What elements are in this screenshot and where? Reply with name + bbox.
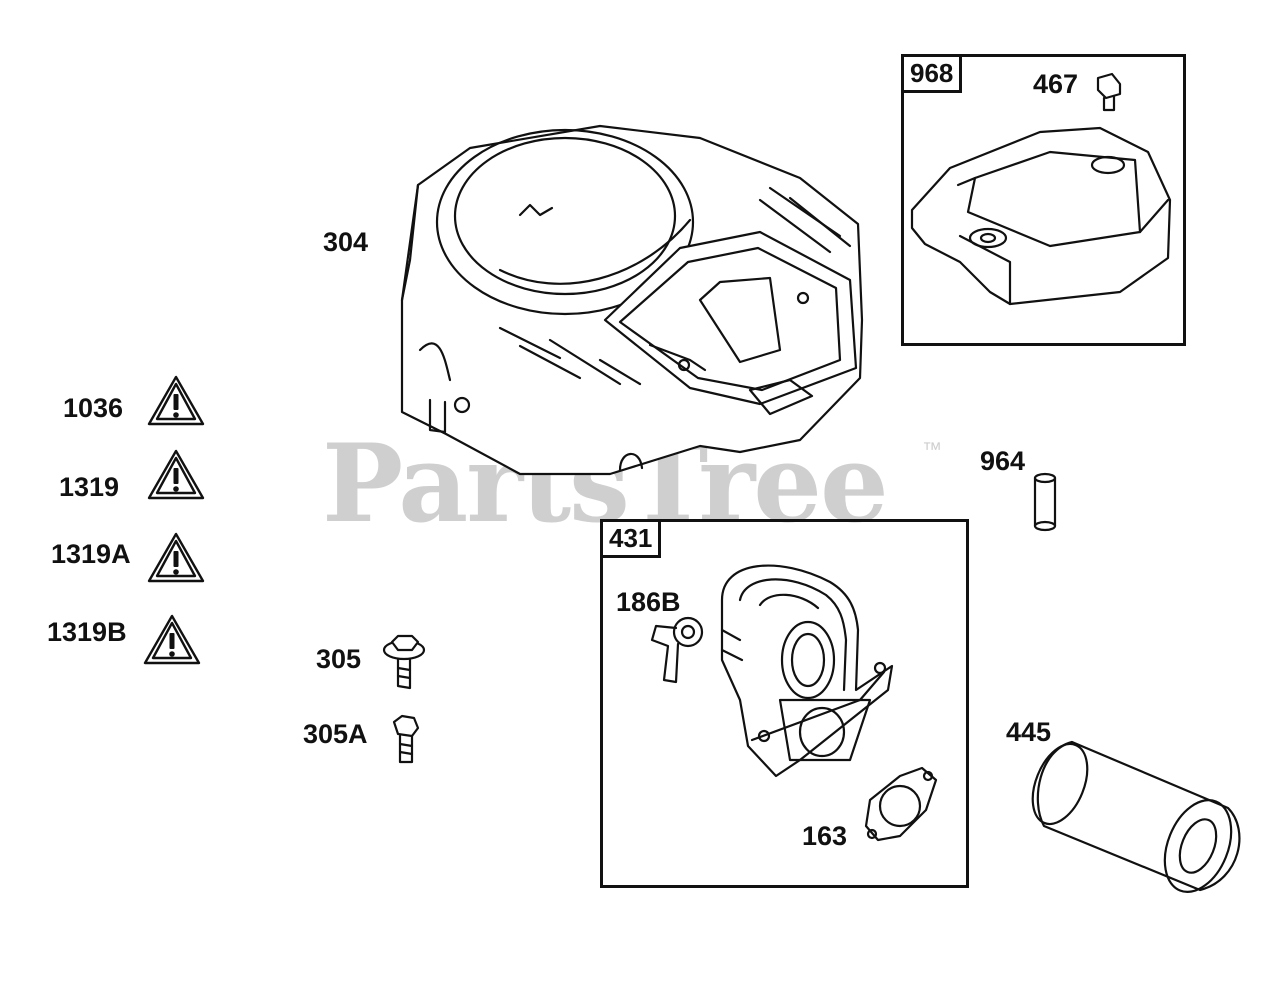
callout-warning-1319a[interactable]: 1319A bbox=[51, 539, 131, 569]
callout-305[interactable]: 305 bbox=[316, 644, 362, 674]
callout-warning-1319[interactable]: 1319 bbox=[59, 472, 120, 502]
bolt-drawing bbox=[382, 634, 426, 690]
callout-186b[interactable]: 186B bbox=[616, 587, 681, 617]
callout-163[interactable]: 163 bbox=[802, 821, 848, 851]
group-968-frame bbox=[901, 54, 1186, 346]
blower-housing-drawing bbox=[400, 124, 864, 476]
bolt-alt-drawing bbox=[392, 714, 420, 764]
shroud-drawing bbox=[910, 126, 1172, 306]
group-968-label[interactable]: 968 bbox=[904, 57, 963, 93]
warning-icon-1 bbox=[147, 375, 205, 426]
screw-drawing bbox=[1096, 72, 1122, 112]
filter-drawing bbox=[1031, 740, 1241, 894]
callout-warning-1319b[interactable]: 1319B bbox=[47, 617, 127, 647]
air-cleaner-base-drawing bbox=[720, 564, 894, 778]
warning-icon-3 bbox=[147, 532, 205, 583]
callout-warning-1036[interactable]: 1036 bbox=[63, 393, 124, 423]
callout-304[interactable]: 304 bbox=[323, 227, 369, 257]
group-431-frame bbox=[600, 519, 969, 888]
callout-964[interactable]: 964 bbox=[980, 446, 1026, 476]
callout-467[interactable]: 467 bbox=[1033, 69, 1079, 99]
gasket-drawing bbox=[864, 766, 938, 842]
group-431-label[interactable]: 431 bbox=[603, 522, 662, 558]
warning-icon-2 bbox=[147, 449, 205, 500]
breather-fitting-drawing bbox=[650, 616, 704, 684]
spacer-drawing bbox=[1033, 472, 1057, 532]
callout-305a[interactable]: 305A bbox=[303, 719, 368, 749]
watermark-trademark: ™ bbox=[922, 439, 942, 461]
callout-445[interactable]: 445 bbox=[1006, 717, 1052, 747]
warning-icon-4 bbox=[143, 614, 201, 665]
